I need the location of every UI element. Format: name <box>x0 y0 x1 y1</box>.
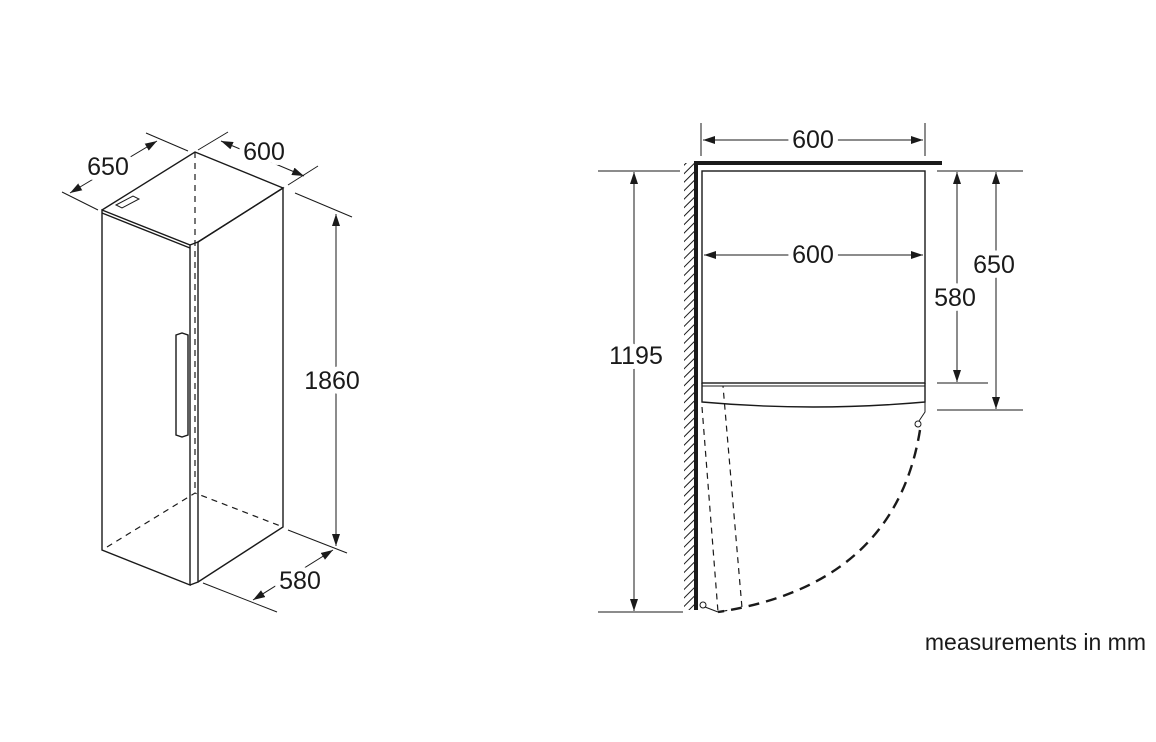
dimension-total-depth-650: 650 <box>937 172 1023 411</box>
total-depth-label: 650 <box>973 251 1015 279</box>
door-closed <box>701 383 926 422</box>
wall-hatching <box>684 163 695 610</box>
dimension-height-1860: 1860 <box>287 192 365 554</box>
height-label: 1860 <box>304 367 360 395</box>
outer-width-label: 600 <box>792 126 834 154</box>
dimension-clearance-1195: 1195 <box>598 170 683 613</box>
depth-body-label: 580 <box>279 567 321 595</box>
cabinet-outline <box>101 151 285 587</box>
dimension-depth-650: 650 <box>61 132 189 211</box>
hinge-cover <box>114 195 141 209</box>
dimension-inner-width-600: 600 <box>704 236 923 274</box>
door-open-dashed <box>701 385 743 613</box>
dimension-width-600: 600 <box>197 131 319 186</box>
dimension-body-depth-580: 580 <box>929 170 1023 384</box>
units-note: measurements in mm <box>925 629 1146 655</box>
wall-line <box>694 161 942 610</box>
body-depth-label: 580 <box>934 284 976 312</box>
width-label: 600 <box>243 138 285 166</box>
dimension-outer-width-600: 600 <box>700 121 926 159</box>
hinge-pivot-icon <box>699 601 707 609</box>
hinge-pivot-icon <box>914 420 922 428</box>
top-view: 600 600 1195 580 650 <box>598 121 1023 614</box>
depth-label: 650 <box>87 153 129 181</box>
door-handle <box>175 332 189 438</box>
door-swing-arc <box>717 429 922 614</box>
inner-width-label: 600 <box>792 241 834 269</box>
isometric-view: 650 600 1860 580 <box>61 131 365 613</box>
cabinet-body <box>701 170 926 384</box>
clearance-label: 1195 <box>609 342 663 370</box>
dimension-depth-580: 580 <box>202 549 334 613</box>
